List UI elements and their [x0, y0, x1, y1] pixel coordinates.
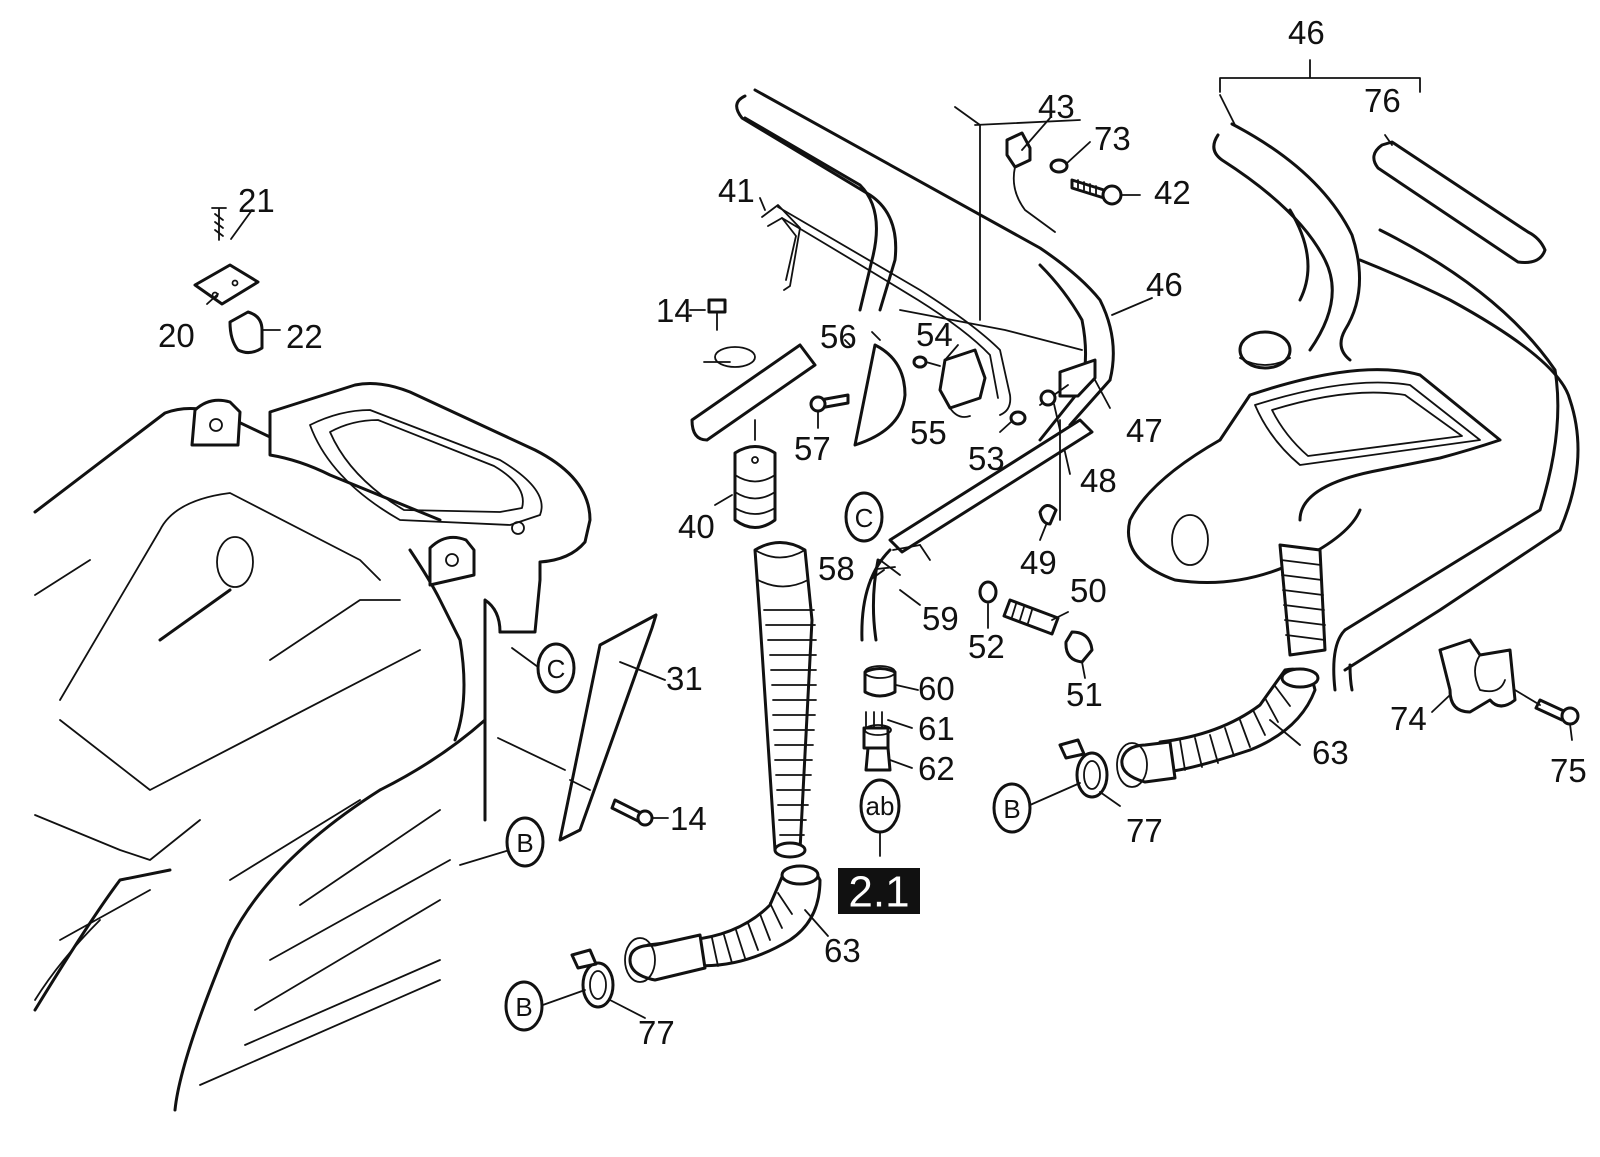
reference-markers: C C B B B ab: [504, 491, 1032, 1032]
tube-assembly: [690, 298, 817, 529]
cable-assembly: [860, 418, 1094, 664]
section-badge: 2.1: [838, 868, 920, 917]
callout-75: 75: [1550, 752, 1587, 789]
callout-22: 22: [286, 318, 323, 355]
callout-47: 47: [1126, 412, 1163, 449]
svg-text:C: C: [547, 654, 566, 684]
callout-43: 43: [1038, 88, 1075, 125]
callout-labels: 21 20 22 14 41 56 57 40 54 55 53 43 73 4…: [158, 14, 1587, 1051]
callout-14-bottom: 14: [670, 800, 707, 837]
svg-text:B: B: [515, 992, 532, 1022]
callout-20: 20: [158, 317, 195, 354]
callout-63-left: 63: [824, 932, 861, 969]
callout-46-center: 46: [1146, 266, 1183, 303]
marker-b-bottom: B: [504, 980, 544, 1032]
callout-49: 49: [1020, 544, 1057, 581]
callout-63-right: 63: [1312, 734, 1349, 771]
callout-31: 31: [666, 660, 703, 697]
callout-46-top: 46: [1288, 14, 1325, 51]
callout-56: 56: [820, 318, 857, 355]
marker-b-right: B: [992, 782, 1032, 834]
group-bracket-46: [1219, 59, 1421, 93]
plate-assembly: [193, 207, 281, 355]
callout-73: 73: [1094, 120, 1131, 157]
leader-lines: [459, 94, 1393, 1019]
svg-text:B: B: [516, 828, 533, 858]
callout-42: 42: [1154, 174, 1191, 211]
marker-ab: ab: [859, 778, 901, 834]
callout-59: 59: [922, 600, 959, 637]
callout-21: 21: [238, 182, 275, 219]
cover-plate: [809, 331, 907, 447]
marker-b-left: B: [505, 816, 545, 868]
callout-76: 76: [1364, 82, 1401, 119]
callout-51: 51: [1066, 676, 1103, 713]
callout-57: 57: [794, 430, 831, 467]
callout-53: 53: [968, 440, 1005, 477]
callout-14-top: 14: [656, 292, 693, 329]
callout-55: 55: [910, 414, 947, 451]
svg-text:C: C: [855, 503, 874, 533]
callout-48: 48: [1080, 462, 1117, 499]
side-bracket: [497, 613, 669, 842]
callout-77-left: 77: [638, 1014, 675, 1051]
callout-40: 40: [678, 508, 715, 545]
marker-c-mid: C: [844, 491, 884, 543]
svg-text:B: B: [1003, 794, 1020, 824]
callout-62: 62: [918, 750, 955, 787]
callout-54: 54: [916, 316, 953, 353]
marker-c-left: C: [536, 642, 576, 694]
switch-assembly: [954, 106, 1141, 321]
callout-74: 74: [1390, 700, 1427, 737]
callout-77-right: 77: [1126, 812, 1163, 849]
handle-bar-center: [735, 88, 1115, 475]
svg-text:2.1: 2.1: [848, 868, 909, 917]
svg-text:ab: ab: [866, 791, 895, 821]
callout-58: 58: [818, 550, 855, 587]
callout-52: 52: [968, 628, 1005, 665]
hose-bottom-left: [570, 864, 822, 1009]
callout-41: 41: [718, 172, 755, 209]
right-assembly: [1058, 122, 1580, 799]
callout-61: 61: [918, 710, 955, 747]
callout-50: 50: [1070, 572, 1107, 609]
callout-60: 60: [918, 670, 955, 707]
control-box: [912, 348, 1027, 433]
hose-left: [753, 541, 817, 859]
tank-body: [33, 382, 592, 1112]
connector-assembly: [862, 665, 897, 772]
